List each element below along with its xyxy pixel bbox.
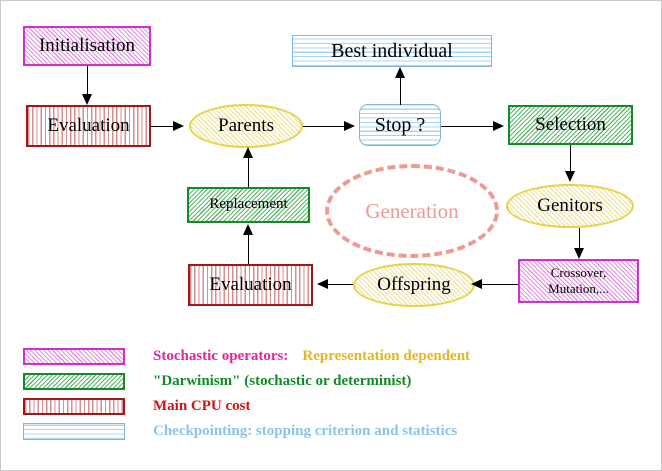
edge-initialisation-evaluation — [87, 66, 88, 98]
legend-label-stochastic-operators: Stochastic operators: Representation depe… — [153, 348, 470, 365]
node-replacement-label: Replacement — [209, 196, 288, 213]
edge-genitors-crossover — [579, 228, 580, 252]
edge-offspring-evaluation-arrowhead — [317, 279, 328, 289]
node-crossover-mutation-label: Crossover, Mutation,... — [548, 264, 609, 296]
edge-genitors-crossover-arrowhead — [574, 248, 584, 259]
edge-initialisation-evaluation-arrowhead — [82, 94, 92, 105]
legend-label-main-cpu-cost-primary: Main CPU cost — [153, 398, 251, 414]
edge-selection-genitors-arrowhead — [565, 171, 575, 182]
node-best-individual[interactable]: Best individual — [292, 35, 492, 67]
node-genitors-label: Genitors — [537, 195, 603, 217]
node-genitors[interactable]: Genitors — [506, 184, 634, 228]
edge-parents-stop-arrowhead — [344, 121, 355, 131]
edge-evaluation-replacement — [248, 231, 249, 264]
edge-stop-best-individual-arrowhead — [395, 67, 405, 78]
edge-crossover-offspring-arrowhead — [471, 279, 482, 289]
node-generation-loop: Generation — [325, 164, 499, 258]
edge-replacement-parents — [248, 156, 249, 187]
legend-label-checkpointing-primary: Checkpointing: stopping criterion and st… — [153, 423, 458, 439]
node-stop[interactable]: Stop ? — [359, 104, 441, 146]
edge-evaluation-parents — [151, 126, 177, 127]
node-replacement[interactable]: Replacement — [187, 187, 310, 223]
legend-swatch-red-vertical-hatch-icon — [23, 398, 125, 415]
legend-label-stochastic-operators-secondary: Representation dependent — [302, 348, 471, 364]
node-initialisation-label: Initialisation — [38, 35, 136, 57]
edge-selection-genitors — [570, 145, 571, 175]
legend-label-darwinism-primary: "Darwinism" (stochastic or determinist) — [153, 373, 412, 389]
node-initialisation[interactable]: Initialisation — [23, 26, 151, 66]
node-stop-label: Stop ? — [374, 113, 426, 136]
node-evaluation-bottom[interactable]: Evaluation — [188, 264, 313, 306]
legend-row-checkpointing: Checkpointing: stopping criterion and st… — [23, 423, 457, 440]
edge-evaluation-replacement-arrowhead — [243, 224, 253, 235]
legend-row-stochastic-operators: Stochastic operators: Representation depe… — [23, 348, 470, 365]
edge-stop-selection — [441, 126, 495, 127]
node-evaluation-top[interactable]: Evaluation — [26, 105, 151, 147]
node-evaluation-top-label: Evaluation — [47, 115, 130, 137]
legend-label-stochastic-operators-primary: Stochastic operators: — [153, 348, 289, 364]
legend-row-darwinism: "Darwinism" (stochastic or determinist) — [23, 373, 411, 390]
legend-row-main-cpu-cost: Main CPU cost — [23, 398, 251, 415]
legend-swatch-magenta-diagonal-hatch-icon — [23, 348, 125, 365]
edge-parents-stop — [303, 126, 347, 127]
node-parents-label: Parents — [218, 115, 274, 137]
edge-offspring-evaluation — [328, 284, 353, 285]
edge-evaluation-parents-arrowhead — [173, 121, 184, 131]
legend-label-main-cpu-cost: Main CPU cost — [153, 398, 251, 415]
node-evaluation-bottom-label: Evaluation — [209, 274, 292, 296]
node-offspring[interactable]: Offspring — [353, 263, 475, 307]
legend-label-checkpointing: Checkpointing: stopping criterion and st… — [153, 423, 457, 440]
edge-crossover-offspring — [482, 284, 518, 285]
node-selection[interactable]: Selection — [508, 105, 633, 145]
legend-label-darwinism: "Darwinism" (stochastic or determinist) — [153, 373, 411, 390]
legend-swatch-blue-horizontal-hatch-icon — [23, 423, 125, 440]
edge-replacement-parents-arrowhead — [243, 147, 253, 158]
node-parents[interactable]: Parents — [189, 104, 303, 148]
node-offspring-label: Offspring — [377, 274, 451, 296]
node-generation-label: Generation — [365, 198, 459, 223]
legend-swatch-green-diagonal-hatch-icon — [23, 373, 125, 390]
edge-stop-best-individual — [400, 74, 401, 105]
node-crossover-mutation[interactable]: Crossover, Mutation,... — [518, 259, 639, 303]
node-best-individual-label: Best individual — [331, 39, 453, 62]
node-selection-label: Selection — [535, 114, 606, 136]
edge-stop-selection-arrowhead — [493, 121, 504, 131]
